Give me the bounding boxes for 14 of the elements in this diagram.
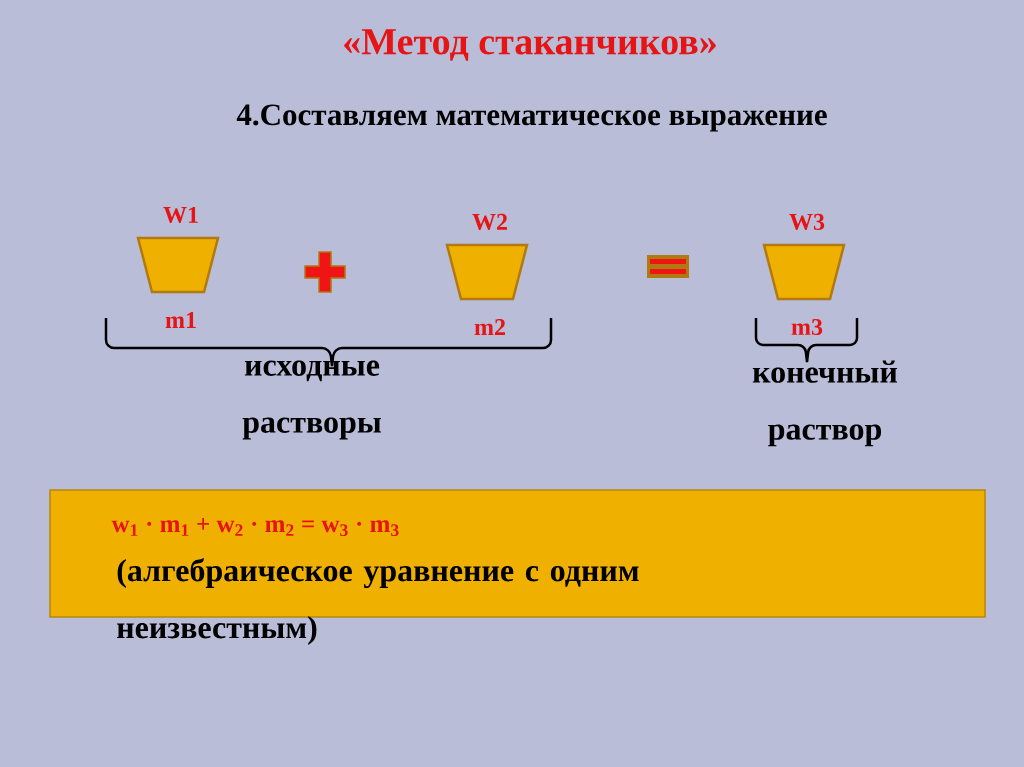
- title: «Метод стаканчиков»: [344, 29, 716, 61]
- mass-fraction-label: W1: [163, 206, 198, 224]
- mass-fraction-label: W2: [472, 213, 507, 231]
- subtitle: 4.Составляем математическое выражение: [236, 104, 827, 132]
- mass-label: m1: [165, 312, 196, 328]
- cup-shape: [762, 243, 846, 301]
- group-caption: исходные растворы: [242, 360, 381, 440]
- mass-fraction-label: W3: [789, 213, 825, 231]
- group-caption: конечный раствор: [752, 360, 898, 447]
- mass-label: m3: [791, 318, 823, 336]
- mass-label: m2: [474, 319, 505, 335]
- note-text: (алгебраическое уравнение с одним неизвестным): [117, 558, 639, 645]
- cup-shape: [136, 236, 220, 294]
- cup-shape: [445, 243, 529, 301]
